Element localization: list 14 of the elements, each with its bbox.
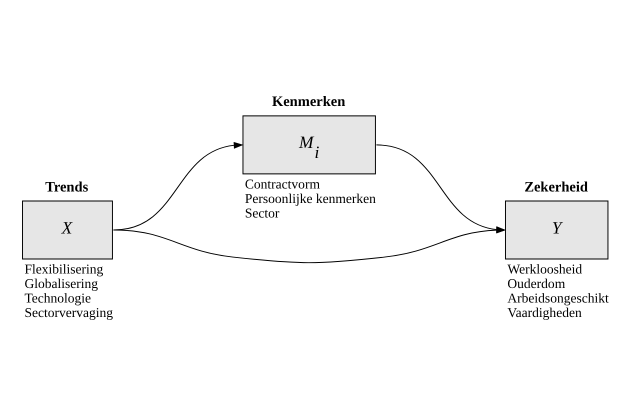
node-label: Werkloosheid xyxy=(507,262,582,277)
node-label: Technologie xyxy=(24,290,92,306)
node-label: Zekerheid xyxy=(524,179,588,196)
node-label: Sectorvervaging xyxy=(24,305,114,320)
node-label: Trends xyxy=(45,179,88,196)
node-label: Flexibilisering xyxy=(24,262,104,277)
node-label: Persoonlijke kenmerken xyxy=(244,191,376,206)
node-label: Kenmerken xyxy=(272,94,346,110)
node-label: Globalisering xyxy=(24,276,98,292)
node-label: Arbeidsongeschikt xyxy=(507,290,609,306)
node-label: Vaardigheden xyxy=(507,305,582,320)
node-label: Ouderdom xyxy=(507,276,566,292)
node-label: Sector xyxy=(244,206,280,221)
node-label: Contractvorm xyxy=(244,176,320,192)
